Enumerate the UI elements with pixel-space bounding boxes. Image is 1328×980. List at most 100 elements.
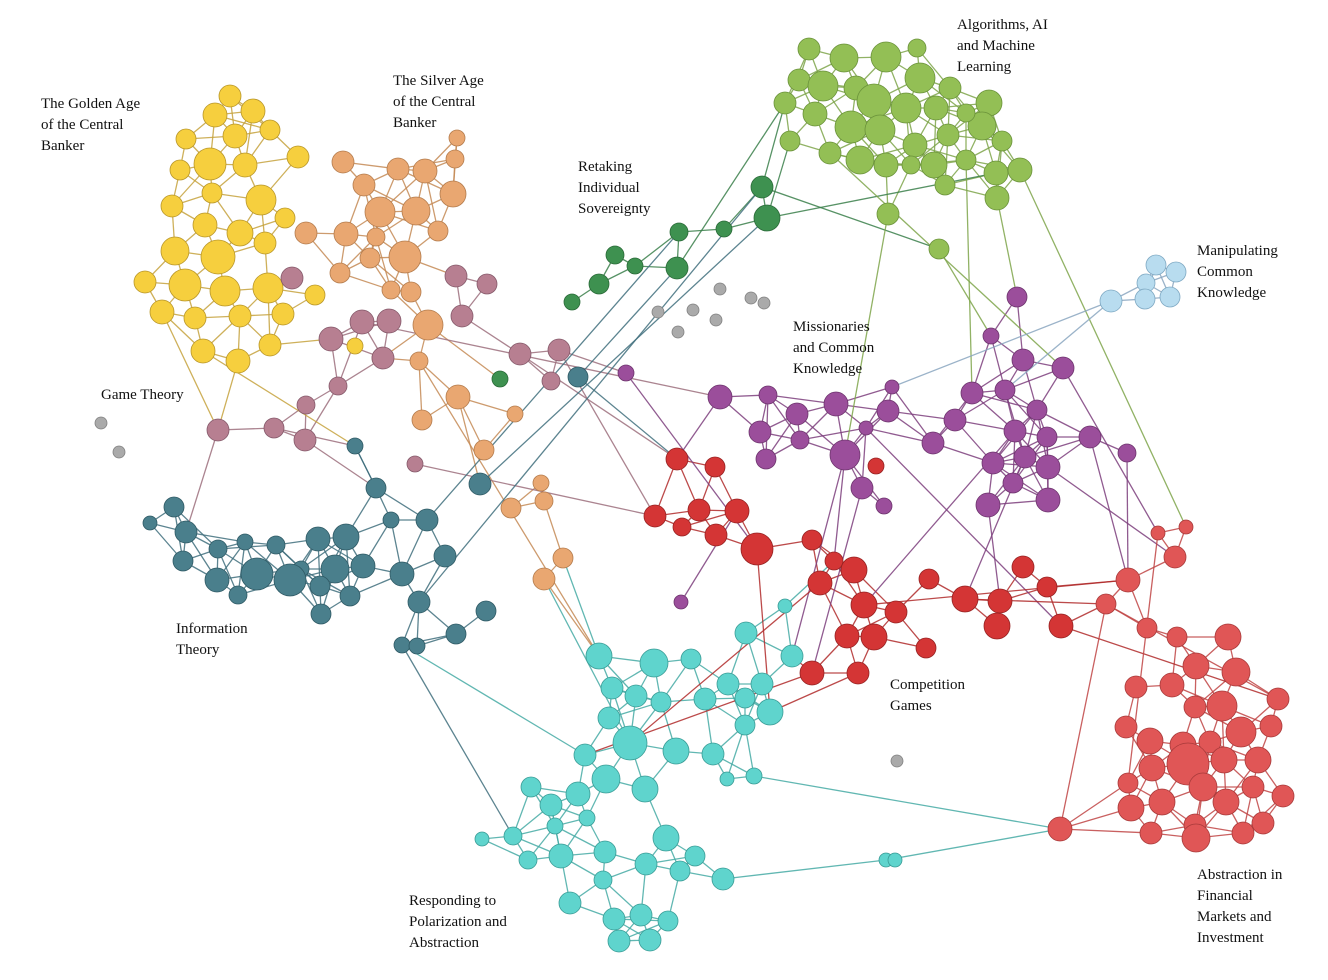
node-golden[interactable] bbox=[222, 123, 248, 149]
node-algo[interactable] bbox=[890, 92, 922, 124]
node-abstraction[interactable] bbox=[1206, 690, 1238, 722]
node-mission[interactable] bbox=[884, 379, 900, 395]
node-silver[interactable] bbox=[364, 196, 396, 228]
node-abstraction[interactable] bbox=[1212, 788, 1240, 816]
node-polarization[interactable] bbox=[546, 817, 564, 835]
node-algo[interactable] bbox=[934, 174, 956, 196]
node-silver[interactable] bbox=[532, 567, 556, 591]
node-algo[interactable] bbox=[787, 68, 811, 92]
node-manip[interactable] bbox=[1099, 289, 1123, 313]
node-algo[interactable] bbox=[873, 152, 899, 178]
node-abstraction[interactable] bbox=[1136, 617, 1158, 639]
node-polarization[interactable] bbox=[597, 706, 621, 730]
node-polarization[interactable] bbox=[565, 781, 591, 807]
node-info[interactable] bbox=[228, 585, 248, 605]
node-isolated[interactable] bbox=[686, 303, 700, 317]
node-abstraction[interactable] bbox=[1271, 784, 1295, 808]
node-abstraction[interactable] bbox=[1214, 623, 1242, 651]
node-mission[interactable] bbox=[673, 594, 689, 610]
node-algo[interactable] bbox=[967, 111, 997, 141]
node-algo[interactable] bbox=[956, 103, 976, 123]
node-mission[interactable] bbox=[785, 402, 809, 426]
node-silver[interactable] bbox=[412, 309, 444, 341]
node-mission[interactable] bbox=[1035, 454, 1061, 480]
node-sovereign[interactable] bbox=[626, 257, 644, 275]
node-abstraction[interactable] bbox=[1115, 567, 1141, 593]
node-info[interactable] bbox=[204, 567, 230, 593]
node-silver[interactable] bbox=[411, 409, 433, 431]
node-info[interactable] bbox=[346, 437, 364, 455]
node-competition[interactable] bbox=[807, 570, 833, 596]
node-abstraction[interactable] bbox=[1136, 727, 1164, 755]
node-info[interactable] bbox=[389, 561, 415, 587]
node-silver[interactable] bbox=[331, 150, 355, 174]
node-manip[interactable] bbox=[1165, 261, 1187, 283]
node-silver[interactable] bbox=[427, 220, 449, 242]
node-info[interactable] bbox=[393, 636, 411, 654]
node-isolated[interactable] bbox=[709, 313, 723, 327]
node-golden[interactable] bbox=[169, 159, 191, 181]
node-info[interactable] bbox=[174, 520, 198, 544]
node-mission[interactable] bbox=[982, 327, 1000, 345]
node-polarization[interactable] bbox=[734, 714, 756, 736]
node-sovereign[interactable] bbox=[669, 222, 689, 242]
node-competition[interactable] bbox=[704, 523, 728, 547]
node-mission[interactable] bbox=[1011, 348, 1035, 372]
node-polarization[interactable] bbox=[585, 642, 613, 670]
node-algo[interactable] bbox=[923, 95, 949, 121]
node-game[interactable] bbox=[508, 342, 532, 366]
node-algo[interactable] bbox=[936, 123, 960, 147]
node-golden[interactable] bbox=[271, 302, 295, 326]
node-mission[interactable] bbox=[1117, 443, 1137, 463]
node-info[interactable] bbox=[208, 539, 228, 559]
node-silver[interactable] bbox=[388, 240, 422, 274]
node-polarization[interactable] bbox=[629, 903, 653, 927]
node-game[interactable] bbox=[206, 418, 230, 442]
node-golden[interactable] bbox=[193, 147, 227, 181]
node-mission[interactable] bbox=[1078, 425, 1102, 449]
node-game[interactable] bbox=[444, 264, 468, 288]
node-polarization[interactable] bbox=[669, 860, 691, 882]
node-polarization[interactable] bbox=[777, 598, 793, 614]
node-isolated[interactable] bbox=[744, 291, 758, 305]
node-abstraction[interactable] bbox=[1139, 821, 1163, 845]
node-polarization[interactable] bbox=[607, 929, 631, 953]
node-abstraction[interactable] bbox=[1188, 772, 1218, 802]
node-algo[interactable] bbox=[984, 185, 1010, 211]
node-game[interactable] bbox=[406, 455, 424, 473]
node-abstraction[interactable] bbox=[1231, 821, 1255, 845]
node-algo[interactable] bbox=[902, 132, 928, 158]
node-abstraction[interactable] bbox=[1166, 626, 1188, 648]
node-info[interactable] bbox=[236, 533, 254, 551]
node-competition[interactable] bbox=[1048, 613, 1074, 639]
node-competition[interactable] bbox=[1011, 555, 1035, 579]
node-abstraction[interactable] bbox=[1114, 715, 1138, 739]
node-silver[interactable] bbox=[532, 474, 550, 492]
node-mission[interactable] bbox=[1013, 445, 1037, 469]
node-golden[interactable] bbox=[258, 333, 282, 357]
node-isolated[interactable] bbox=[112, 445, 126, 459]
node-polarization[interactable] bbox=[745, 767, 763, 785]
node-algo[interactable] bbox=[901, 155, 921, 175]
node-info[interactable] bbox=[475, 600, 497, 622]
node-game[interactable] bbox=[349, 309, 375, 335]
node-competition[interactable] bbox=[1036, 576, 1058, 598]
node-algo[interactable] bbox=[876, 202, 900, 226]
node-polarization[interactable] bbox=[711, 867, 735, 891]
node-competition[interactable] bbox=[672, 517, 692, 537]
node-game[interactable] bbox=[280, 266, 304, 290]
node-info[interactable] bbox=[365, 477, 387, 499]
node-algo[interactable] bbox=[807, 70, 839, 102]
node-polarization[interactable] bbox=[593, 870, 613, 890]
node-info[interactable] bbox=[408, 637, 426, 655]
node-silver[interactable] bbox=[359, 247, 381, 269]
node-golden[interactable] bbox=[190, 338, 216, 364]
node-silver[interactable] bbox=[333, 221, 359, 247]
node-info[interactable] bbox=[445, 623, 467, 645]
node-info[interactable] bbox=[468, 472, 492, 496]
node-algo[interactable] bbox=[829, 43, 859, 73]
node-silver[interactable] bbox=[445, 384, 471, 410]
node-sovereign[interactable] bbox=[588, 273, 610, 295]
node-mission[interactable] bbox=[790, 430, 810, 450]
node-algo[interactable] bbox=[797, 37, 821, 61]
